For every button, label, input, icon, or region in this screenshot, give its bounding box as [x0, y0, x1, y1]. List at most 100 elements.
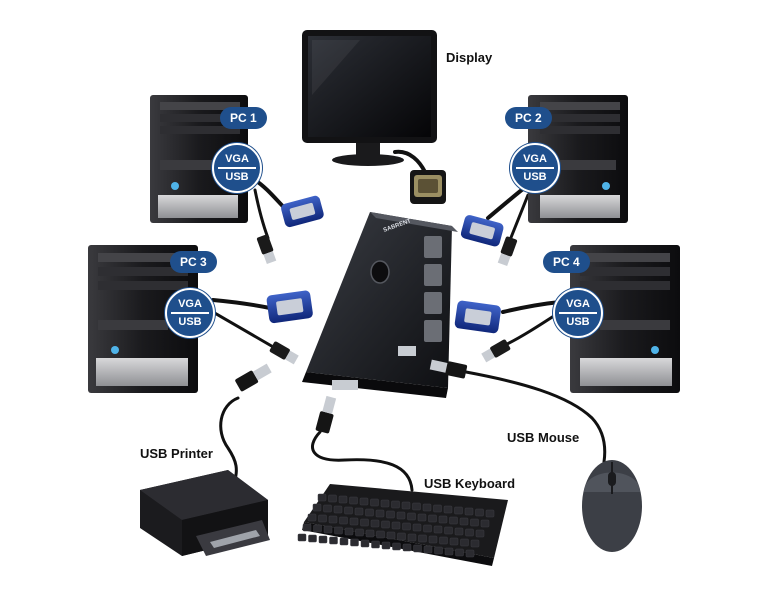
keyboard-key	[475, 529, 485, 538]
pc3-usb-connector	[269, 341, 299, 365]
pc3-vga-connector	[266, 290, 313, 324]
keyboard-key	[428, 514, 437, 523]
keyboard-key	[339, 537, 349, 546]
keyboard-key	[386, 510, 395, 519]
pc2-label: PC 2	[505, 107, 552, 129]
keyboard-key	[417, 513, 427, 522]
printer-usb-plug	[235, 363, 272, 392]
keyboard-key	[439, 536, 448, 545]
pc3-usb-text: USB	[178, 316, 202, 328]
usb-mouse	[582, 460, 642, 552]
pc4-usb-text: USB	[566, 316, 590, 328]
keyboard-key	[444, 526, 453, 535]
keyboard-key	[428, 535, 438, 544]
keyboard-key	[323, 525, 333, 534]
keyboard-key	[371, 540, 380, 549]
keyboard-key	[360, 539, 370, 548]
keyboard-key	[349, 517, 359, 526]
keyboard-key	[307, 513, 317, 522]
pc4-vga-text: VGA	[566, 298, 590, 310]
keyboard-key	[402, 543, 412, 552]
usb-printer	[140, 470, 270, 556]
keyboard-key	[370, 498, 379, 507]
keyboard-key	[381, 541, 391, 550]
keyboard-key	[386, 531, 396, 540]
keyboard-key	[339, 516, 348, 525]
keyboard-key	[318, 535, 328, 544]
pc1-tower	[150, 95, 248, 223]
keyboard-key	[375, 509, 385, 518]
keyboard-key	[413, 544, 422, 553]
keyboard-key	[438, 515, 448, 524]
keyboard-key	[355, 528, 364, 537]
keyboard-key	[434, 546, 443, 555]
keyboard-key	[444, 547, 454, 556]
keyboard-key	[312, 503, 322, 512]
keyboard-key	[465, 528, 474, 537]
pc2-vga-text: VGA	[523, 153, 547, 165]
keyboard-key	[318, 514, 327, 523]
keyboard-key	[454, 506, 463, 515]
vga-connectors	[266, 195, 504, 334]
keyboard-key	[470, 539, 480, 548]
keyboard-key	[402, 522, 411, 531]
keyboard-key	[397, 532, 406, 541]
keyboard-key	[460, 538, 469, 547]
keyboard-key	[317, 493, 327, 502]
keyboard-key	[465, 549, 475, 558]
pc2-vga-connector	[460, 215, 504, 247]
mouse-usb-plug	[429, 359, 468, 379]
keyboard-key	[365, 508, 374, 517]
pc1-usb-text: USB	[225, 171, 249, 183]
keyboard-key	[328, 515, 338, 524]
keyboard-key	[422, 503, 432, 512]
keyboard-key	[308, 534, 317, 543]
keyboard-key	[475, 508, 484, 517]
keyboard-key	[443, 505, 453, 514]
keyboard-key	[333, 505, 343, 514]
display-label: Display	[446, 50, 493, 65]
keyboard-key	[391, 521, 401, 530]
pc1-vga-connector	[281, 195, 324, 228]
pc3-vga-cable	[211, 298, 272, 310]
keyboard-key	[323, 504, 332, 513]
pc3-label: PC 3	[170, 251, 217, 273]
pc3-tower	[88, 245, 198, 393]
pc2-usb-connector	[497, 236, 518, 267]
keyboard-key	[380, 499, 390, 508]
pc3-vga-text: VGA	[178, 298, 202, 310]
usb-mouse-label: USB Mouse	[507, 430, 580, 445]
usb-keyboard-label: USB Keyboard	[424, 476, 516, 491]
keyboard-key	[297, 533, 307, 542]
keyboard-key	[459, 517, 469, 526]
keyboard-key	[412, 502, 421, 511]
pc4-usb-connector	[481, 339, 511, 363]
keyboard-key	[354, 507, 364, 516]
keyboard-key	[407, 512, 416, 521]
keyboard-key	[365, 529, 375, 538]
keyboard-key	[412, 523, 422, 532]
keyboard-key	[329, 536, 338, 545]
usb-printer-label: USB Printer	[140, 446, 213, 461]
keyboard-key	[423, 524, 432, 533]
keyboard-key	[360, 518, 369, 527]
keyboard-key	[344, 527, 354, 536]
printer-usb-cable	[219, 396, 240, 490]
keyboard-key	[480, 519, 490, 528]
keyboard-key	[433, 525, 443, 534]
keyboard-key	[328, 494, 337, 503]
pc3-usb-cable	[211, 310, 277, 350]
keyboard-key	[464, 507, 474, 516]
pc2-usb-cable	[508, 193, 530, 242]
keyboard-key	[313, 524, 322, 533]
pc4-vga-usb-badge: VGA USB	[553, 288, 603, 338]
keyboard-key	[376, 530, 385, 539]
usb-a-plugs	[235, 359, 468, 434]
pc3-vga-usb-badge: VGA USB	[165, 288, 215, 338]
keyboard-key	[359, 497, 369, 506]
display-cable	[393, 149, 427, 174]
keyboard-usb-plug	[315, 395, 337, 434]
keyboard-key	[350, 538, 359, 547]
usb-keyboard	[297, 484, 508, 566]
pc2-usb-text: USB	[523, 171, 547, 183]
